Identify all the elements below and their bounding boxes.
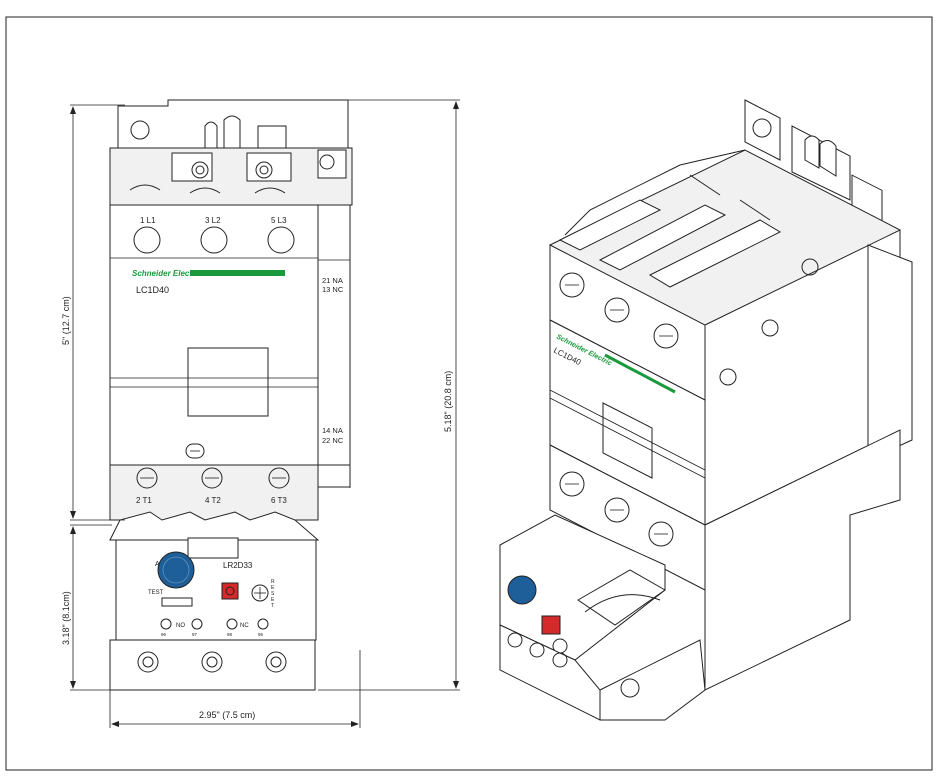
dimension-width: 2.95" (7.5 cm) [199, 710, 255, 720]
dimension-lines: 5" (12.7 cm) 3.18" (8.1cm) 5.18" (20.8 c… [61, 99, 460, 728]
reset-letter: E [271, 597, 275, 603]
terminal-screw [133, 226, 161, 254]
reset-letter: E [271, 585, 275, 591]
contact-number: 98 [227, 632, 233, 637]
model-label: LC1D40 [136, 285, 169, 295]
coil-window [187, 347, 269, 417]
reset-letter: S [271, 591, 275, 597]
contact-number: 96 [161, 632, 167, 637]
terminal-label: 2 T1 [136, 496, 152, 505]
isometric-view: Schneider Electric LC1D40 [499, 99, 913, 721]
reset-letter: T [271, 603, 274, 609]
terminal-label: 1 L1 [140, 216, 156, 225]
adjust-screw [251, 584, 269, 602]
dimension-height-lower: 3.18" (8.1cm) [61, 591, 71, 645]
no-label: NO [176, 623, 185, 629]
dial-label: A [155, 561, 160, 568]
terminal-label: 4 T2 [205, 496, 221, 505]
terminal-screw [267, 226, 295, 254]
contact-number: 97 [192, 632, 198, 637]
contact-number: 95 [258, 632, 264, 637]
aux-label: 14 NA [322, 426, 343, 435]
brand-logo: Schneider Electric [132, 269, 202, 278]
aux-label: 13 NC [322, 285, 344, 294]
terminal-label: 3 L2 [205, 216, 221, 225]
terminal-label: 5 L3 [271, 216, 287, 225]
iso-brand-stripe [604, 353, 676, 394]
iso-setting-dial [507, 575, 537, 605]
reset-button [221, 582, 239, 600]
aux-label: 21 NA [322, 276, 343, 285]
reset-letter: R [271, 579, 275, 585]
brand-stripe [190, 270, 285, 276]
terminal-label: 6 T3 [271, 496, 287, 505]
terminal-screw [200, 226, 228, 254]
front-view: 1 L1 3 L2 5 L3 Schneider Electric LC1D40… [109, 99, 353, 691]
relay-model: LR2D33 [223, 561, 253, 570]
dimension-height-upper: 5" (12.7 cm) [61, 296, 71, 345]
dimension-height-total: 5.18" (20.8 cm) [443, 371, 453, 432]
nc-label: NC [240, 623, 249, 629]
contactor-body [109, 204, 319, 466]
drawing-border [5, 16, 933, 771]
iso-reset-button [541, 615, 561, 635]
aux-label: 22 NC [322, 436, 344, 445]
test-label: TEST [148, 590, 164, 596]
